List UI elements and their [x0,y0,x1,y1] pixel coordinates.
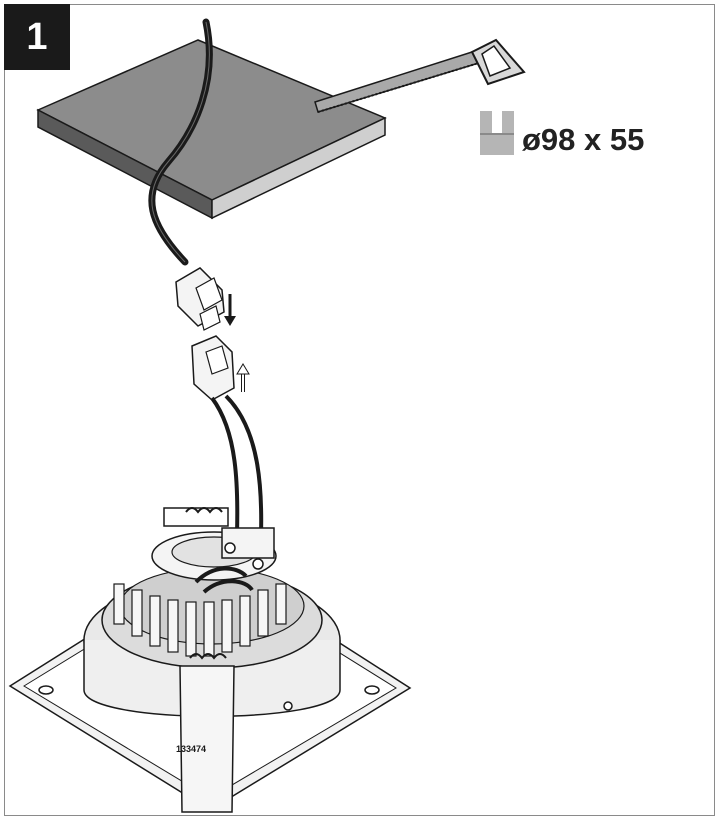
saw-icon [314,38,526,113]
downlight-housing [83,507,341,813]
ceiling-board [36,39,387,220]
hole-cut-icon [480,111,514,155]
part-number-label: 133474 [176,744,207,754]
cutout-dimension-label: ø98 x 55 [522,122,645,157]
supply-cable [148,18,213,266]
step-number-badge: 1 [4,4,70,70]
upper-connector [175,267,236,331]
step-number: 1 [26,15,48,58]
cutout-spec: ø98 x 55 [480,108,644,158]
lower-connector [191,335,250,401]
